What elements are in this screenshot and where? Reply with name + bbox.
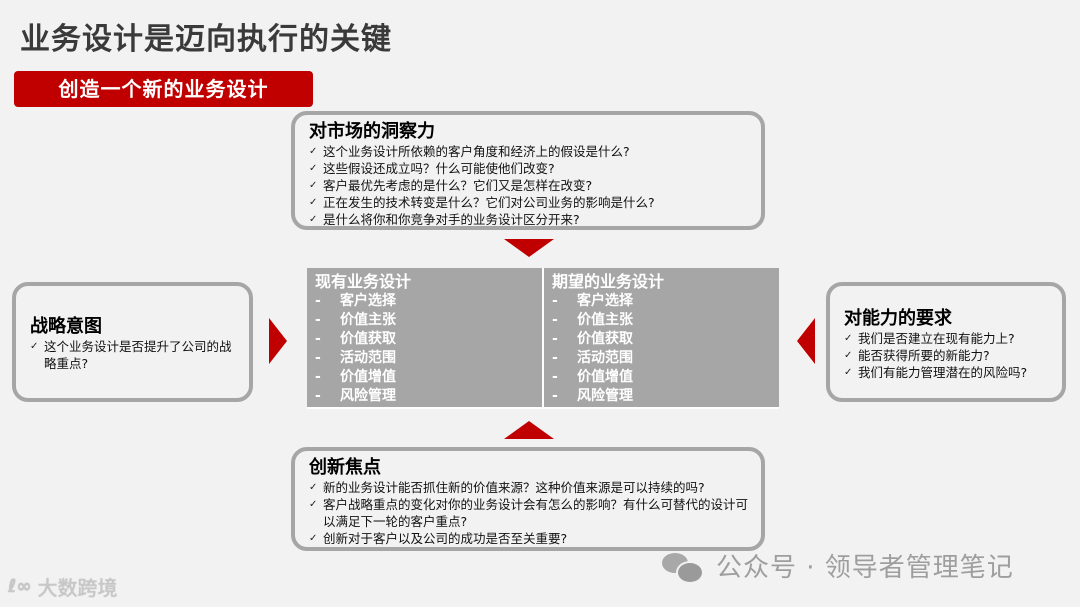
list-item: ✓客户战略重点的变化对你的业务设计会有怎么的影响？有什么可替代的设计可以满足下一… xyxy=(309,497,749,529)
check-icon: ✓ xyxy=(844,333,853,344)
card-heading: 创新焦点 xyxy=(309,457,381,478)
check-icon: ✓ xyxy=(30,341,39,352)
list-item: ✓正在发生的技术转变是什么？它们对公司业务的影响是什么? xyxy=(309,195,655,210)
list-item: ✓这些假设还成立吗？什么可能使他们改变? xyxy=(309,161,555,176)
check-icon: ✓ xyxy=(844,350,853,361)
list-item: -价值获取 xyxy=(315,331,396,347)
page-title: 业务设计是迈向执行的关键 xyxy=(20,22,392,57)
column-heading: 期望的业务设计 xyxy=(552,272,665,291)
market-insight-card: 对市场的洞察力 ✓这个业务设计所依赖的客户角度和经济上的假设是什么? ✓这些假设… xyxy=(291,111,765,230)
wechat-icon xyxy=(662,551,706,584)
list-item: ✓创新对于客户以及公司的成功是否至关重要? xyxy=(309,531,568,546)
business-design-panel: 现有业务设计 -客户选择 -价值主张 -价值获取 -活动范围 -价值增值 -风险… xyxy=(307,268,779,409)
list-item: ✓我们有能力管理潜在的风险吗? xyxy=(844,365,1028,380)
list-item: -价值获取 xyxy=(552,331,633,347)
check-icon: ✓ xyxy=(309,146,318,157)
card-heading: 对市场的洞察力 xyxy=(309,121,435,142)
check-icon: ✓ xyxy=(309,499,318,510)
list-item: -风险管理 xyxy=(315,388,396,404)
column-heading: 现有业务设计 xyxy=(315,272,412,291)
list-item: ✓新的业务设计能否抓住新的价值来源？这种价值来源是可以持续的吗? xyxy=(309,480,705,495)
list-item: ✓这个业务设计所依赖的客户角度和经济上的假设是什么? xyxy=(309,144,630,159)
list-item: ✓能否获得所要的新能力? xyxy=(844,348,990,363)
list-item: -客户选择 xyxy=(552,293,633,309)
card-heading: 战略意图 xyxy=(30,316,102,337)
check-icon: ✓ xyxy=(844,367,853,378)
wechat-watermark: 公众号 · 领导者管理笔记 xyxy=(662,547,1014,584)
innovation-focus-card: 创新焦点 ✓新的业务设计能否抓住新的价值来源？这种价值来源是可以持续的吗? ✓客… xyxy=(291,447,765,551)
check-icon: ✓ xyxy=(309,482,318,493)
arrow-up-icon xyxy=(504,421,554,439)
list-item: -活动范围 xyxy=(315,350,396,366)
list-item: -风险管理 xyxy=(552,388,633,404)
brand-watermark: ℓ∞ 大数跨境 xyxy=(8,572,117,601)
arrow-down-icon xyxy=(504,239,554,257)
list-item: ✓我们是否建立在现有能力上? xyxy=(844,331,1015,346)
current-design-column: 现有业务设计 -客户选择 -价值主张 -价值获取 -活动范围 -价值增值 -风险… xyxy=(307,268,542,407)
check-icon: ✓ xyxy=(309,214,318,225)
section-banner: 创造一个新的业务设计 xyxy=(14,71,313,107)
check-icon: ✓ xyxy=(309,163,318,174)
card-heading: 对能力的要求 xyxy=(844,308,952,329)
brand-logo-icon: ℓ∞ xyxy=(8,576,32,597)
capability-requirements-card: 对能力的要求 ✓我们是否建立在现有能力上? ✓能否获得所要的新能力? ✓我们有能… xyxy=(826,282,1066,402)
check-icon: ✓ xyxy=(309,197,318,208)
list-item: -价值主张 xyxy=(315,312,396,328)
strategic-intent-card: 战略意图 ✓这个业务设计是否提升了公司的战略重点? xyxy=(12,282,253,402)
list-item: -客户选择 xyxy=(315,293,396,309)
list-item: ✓是什么将你和你竞争对手的业务设计区分开来? xyxy=(309,212,580,227)
watermark-text: 大数跨境 xyxy=(37,576,118,600)
desired-design-column: 期望的业务设计 -客户选择 -价值主张 -价值获取 -活动范围 -价值增值 -风… xyxy=(544,268,779,407)
check-icon: ✓ xyxy=(309,533,318,544)
list-item: ✓这个业务设计是否提升了公司的战略重点? xyxy=(30,339,232,371)
arrow-left-icon xyxy=(797,318,815,364)
list-item: -价值主张 xyxy=(552,312,633,328)
watermark-text: 公众号 · 领导者管理笔记 xyxy=(716,553,1014,583)
list-item: -价值增值 xyxy=(552,369,633,385)
list-item: -活动范围 xyxy=(552,350,633,366)
check-icon: ✓ xyxy=(309,180,318,191)
list-item: -价值增值 xyxy=(315,369,396,385)
list-item: ✓客户最优先考虑的是什么？它们又是怎样在改变? xyxy=(309,178,593,193)
arrow-right-icon xyxy=(269,318,287,364)
